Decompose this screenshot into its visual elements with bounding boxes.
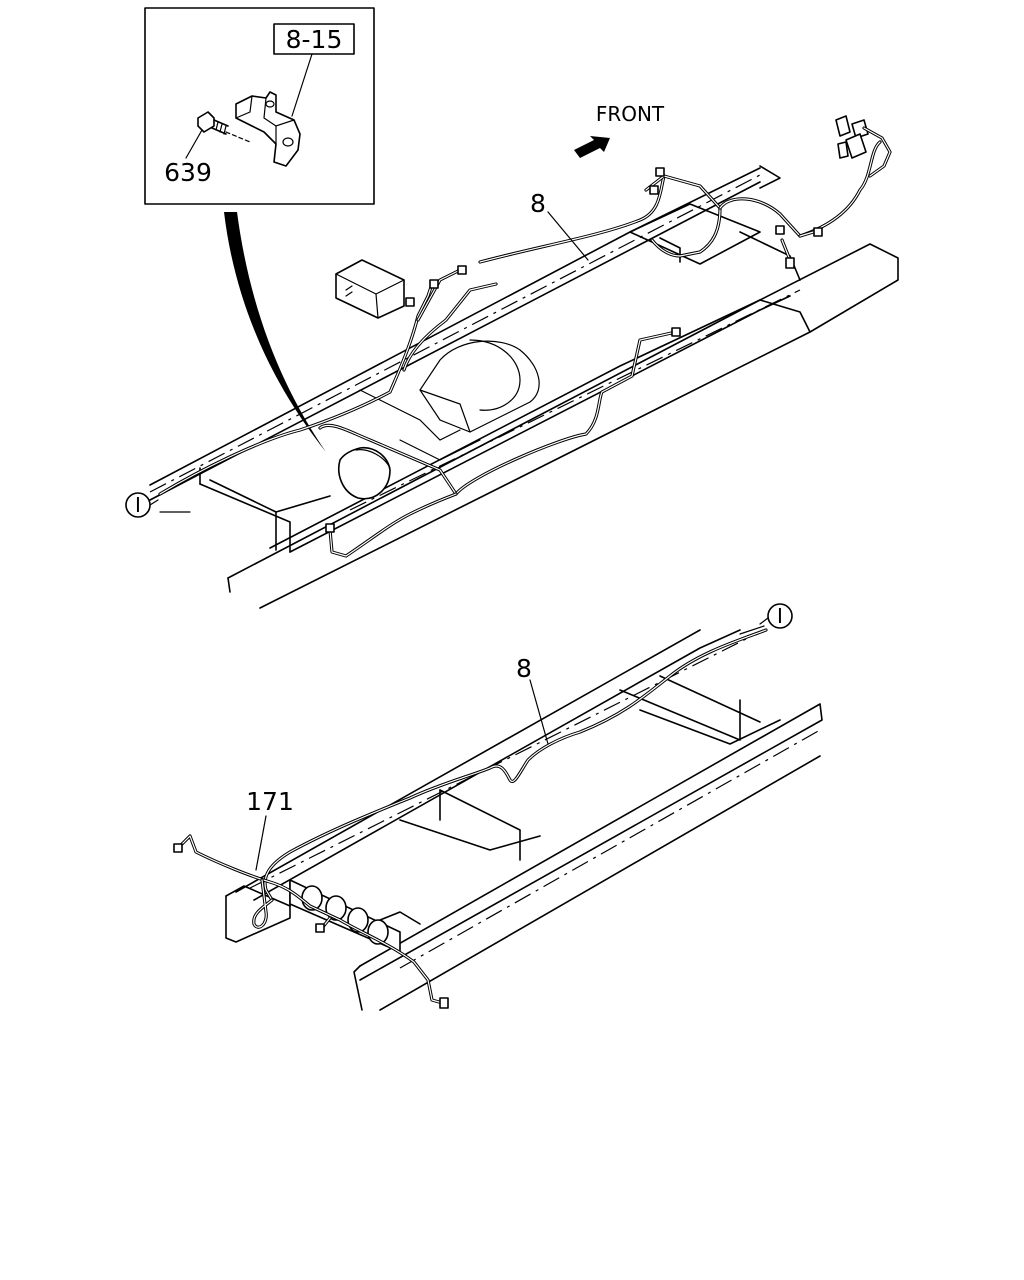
harness-171-leader [255, 815, 267, 871]
harness-8-lower-label: 8 [516, 654, 532, 683]
lower-chassis: 8 171 I [173, 603, 823, 1011]
upper-chassis: FRONT [125, 102, 899, 609]
bolt-icon [197, 111, 251, 143]
connector-i-lower-circle [767, 603, 793, 629]
connector-i-upper-label: I [135, 493, 141, 517]
connector-i-lower-label: I [777, 604, 783, 628]
bolt-label: 639 [164, 158, 212, 187]
harness-8-upper-leader [547, 211, 589, 261]
inset-frame [144, 7, 375, 205]
bracket-icon [235, 91, 301, 167]
rear-lamp-bar [289, 879, 401, 953]
relay-box-icon [335, 259, 405, 319]
front-label: FRONT [596, 102, 665, 126]
inset-callout-leader [224, 212, 326, 452]
ref-box-label: 8-15 [286, 25, 343, 54]
inset-detail: 8-15 639 [144, 7, 375, 205]
front-arrow-icon [574, 136, 610, 158]
harness-8-lower-leader [529, 679, 549, 745]
ref-box [273, 23, 355, 55]
harness-171-label: 171 [246, 787, 294, 816]
connector-cluster-icon [835, 115, 892, 178]
ref-leader [291, 53, 313, 117]
harness-8-upper-label: 8 [530, 189, 546, 218]
bolt-leader [185, 129, 203, 159]
